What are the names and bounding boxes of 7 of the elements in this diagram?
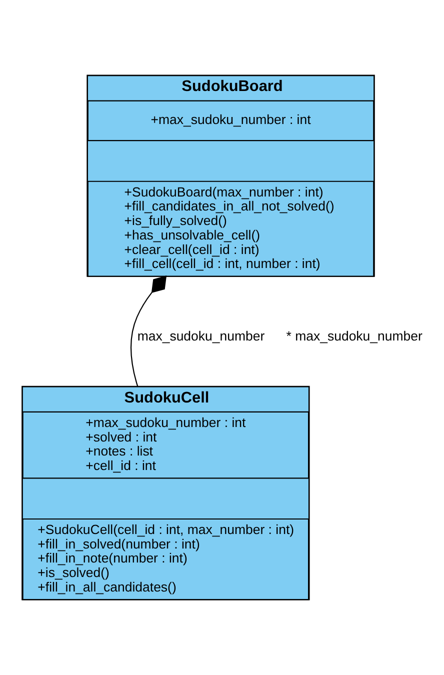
- node-box: +max_sudoku_number : int +solved : int +notes : list +cell_id : int: [22, 411, 309, 479]
- node-box: +SudokuCell(cell_id : int, max_number : int) +fill_in_solved(number : int) +fill_in_note(number : int) +is_solved() +fill_in_all_candidates(): [22, 518, 309, 600]
- node-box: +max_sudoku_number : int: [86, 100, 374, 142]
- edge-label: max_sudoku_number: [136, 328, 264, 344]
- label: * max_sudoku_number: [286, 328, 422, 344]
- connector: [130, 276, 166, 387]
- node-box: +SudokuBoard(max_number : int) +fill_candidates_in_all_not_solved() +is_fully_solved() +has_unsolvable_cell() +clear_cell(cell_id : int) +fill_cell(cell_id : int, number : int): [86, 180, 374, 277]
